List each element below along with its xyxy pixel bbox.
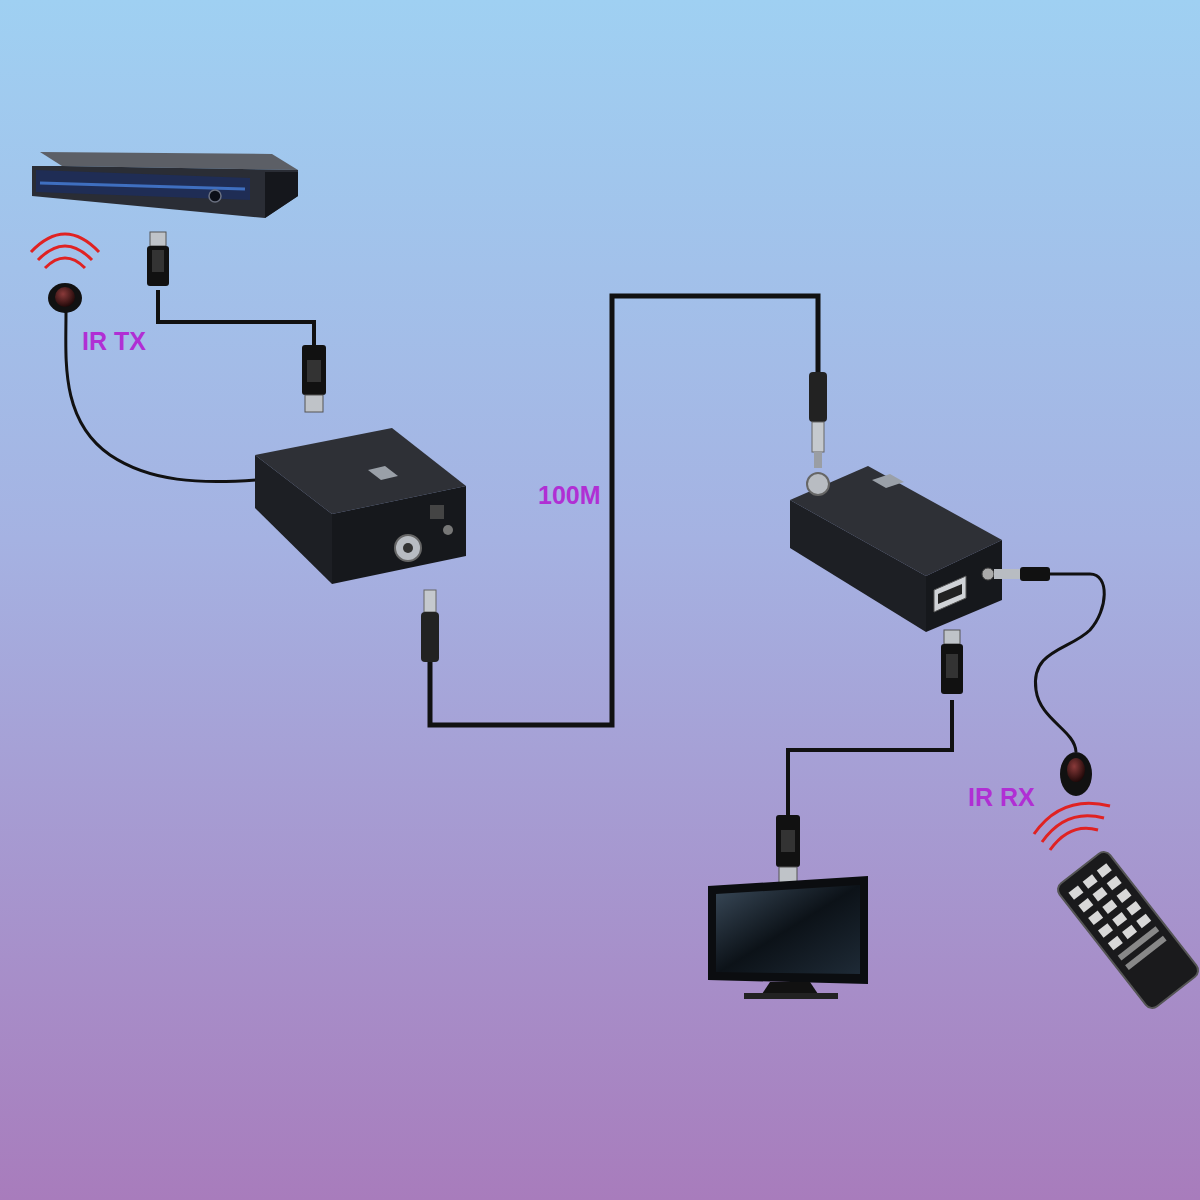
hdmi-cable [147,232,326,412]
transmitter-box [368,466,398,480]
coax-cable [421,612,439,662]
remote-control [1102,900,1117,914]
coax-cable [424,590,436,612]
hdmi-cable [941,644,963,694]
remote-control [1098,923,1113,937]
device-label: IR RX [968,784,1035,812]
ir-receiver [994,569,1020,579]
ir-receiver [1035,574,1104,752]
remote-control [1088,911,1103,925]
hdmi-cable [781,830,795,852]
remote-control [1108,936,1123,950]
device-label: 100M [538,482,601,510]
receiver-box [982,568,994,580]
device-label: IR TX [82,328,146,356]
hdmi-cable [776,815,800,867]
hdmi-cable [152,250,164,272]
transmitter-box [255,428,466,584]
hdmi-cable [158,290,314,345]
television [708,876,868,984]
set-top-box [32,152,298,218]
remote-control [1107,876,1122,890]
coax-cable [421,296,827,725]
hdmi-cable [788,700,952,815]
hdmi-cable [779,867,797,883]
remote-control [1078,898,1093,912]
receiver-box [934,576,966,612]
remote-control [1034,803,1110,834]
transmitter-box [443,525,453,535]
ir-emitter [45,258,85,268]
ir-receiver [1067,758,1085,782]
remote-control [1117,888,1132,902]
remote-control [1125,936,1167,970]
transmitter-box [332,486,466,584]
hdmi-cable [776,630,963,883]
ir-emitter [48,283,82,313]
transmitter-box [395,535,421,561]
receiver-box [872,474,904,488]
remote-control [1042,816,1104,842]
set-top-box [265,172,298,218]
remote-control [1097,863,1112,877]
remote-control [1034,803,1200,1011]
hdmi-cable [302,345,326,395]
television [762,982,818,994]
set-top-box [32,166,298,218]
ir-emitter [38,246,92,260]
transmitter-box [255,455,332,584]
coax-cable [814,452,822,468]
hdmi-cable [946,654,958,678]
remote-control [1083,874,1098,888]
coax-cable [809,372,827,422]
ir-emitter [55,287,75,307]
coax-cable [430,296,818,725]
receiver-box [807,473,829,495]
ir-emitter [31,234,256,482]
remote-control [1126,901,1141,915]
transmitter-box [403,543,413,553]
set-top-box [40,183,245,189]
ir-receiver [994,567,1104,796]
remote-control [1112,912,1127,926]
receiver-box [790,500,926,632]
television [744,993,838,999]
receiver-box [790,466,1002,632]
television [708,876,868,999]
hdmi-cable [150,232,166,246]
remote-control [1068,885,1083,899]
coax-cable [812,422,824,452]
receiver-box [926,540,1002,632]
remote-control [1055,849,1200,1011]
ir-receiver [1020,567,1050,581]
remote-control [1136,914,1151,928]
remote-control [1050,828,1098,850]
hdmi-cable [147,246,169,286]
ir-emitter [31,234,99,252]
remote-control [1055,849,1200,1011]
hdmi-cable [305,395,323,412]
hdmi-cable [307,360,321,382]
transmitter-box [430,505,444,519]
set-top-box [209,190,221,202]
hdmi-cable [944,630,960,644]
ir-emitter [66,312,256,482]
ir-receiver [1060,752,1092,796]
television [716,885,860,974]
remote-control [1122,925,1137,939]
remote-control [1092,887,1107,901]
receiver-box [938,584,962,604]
